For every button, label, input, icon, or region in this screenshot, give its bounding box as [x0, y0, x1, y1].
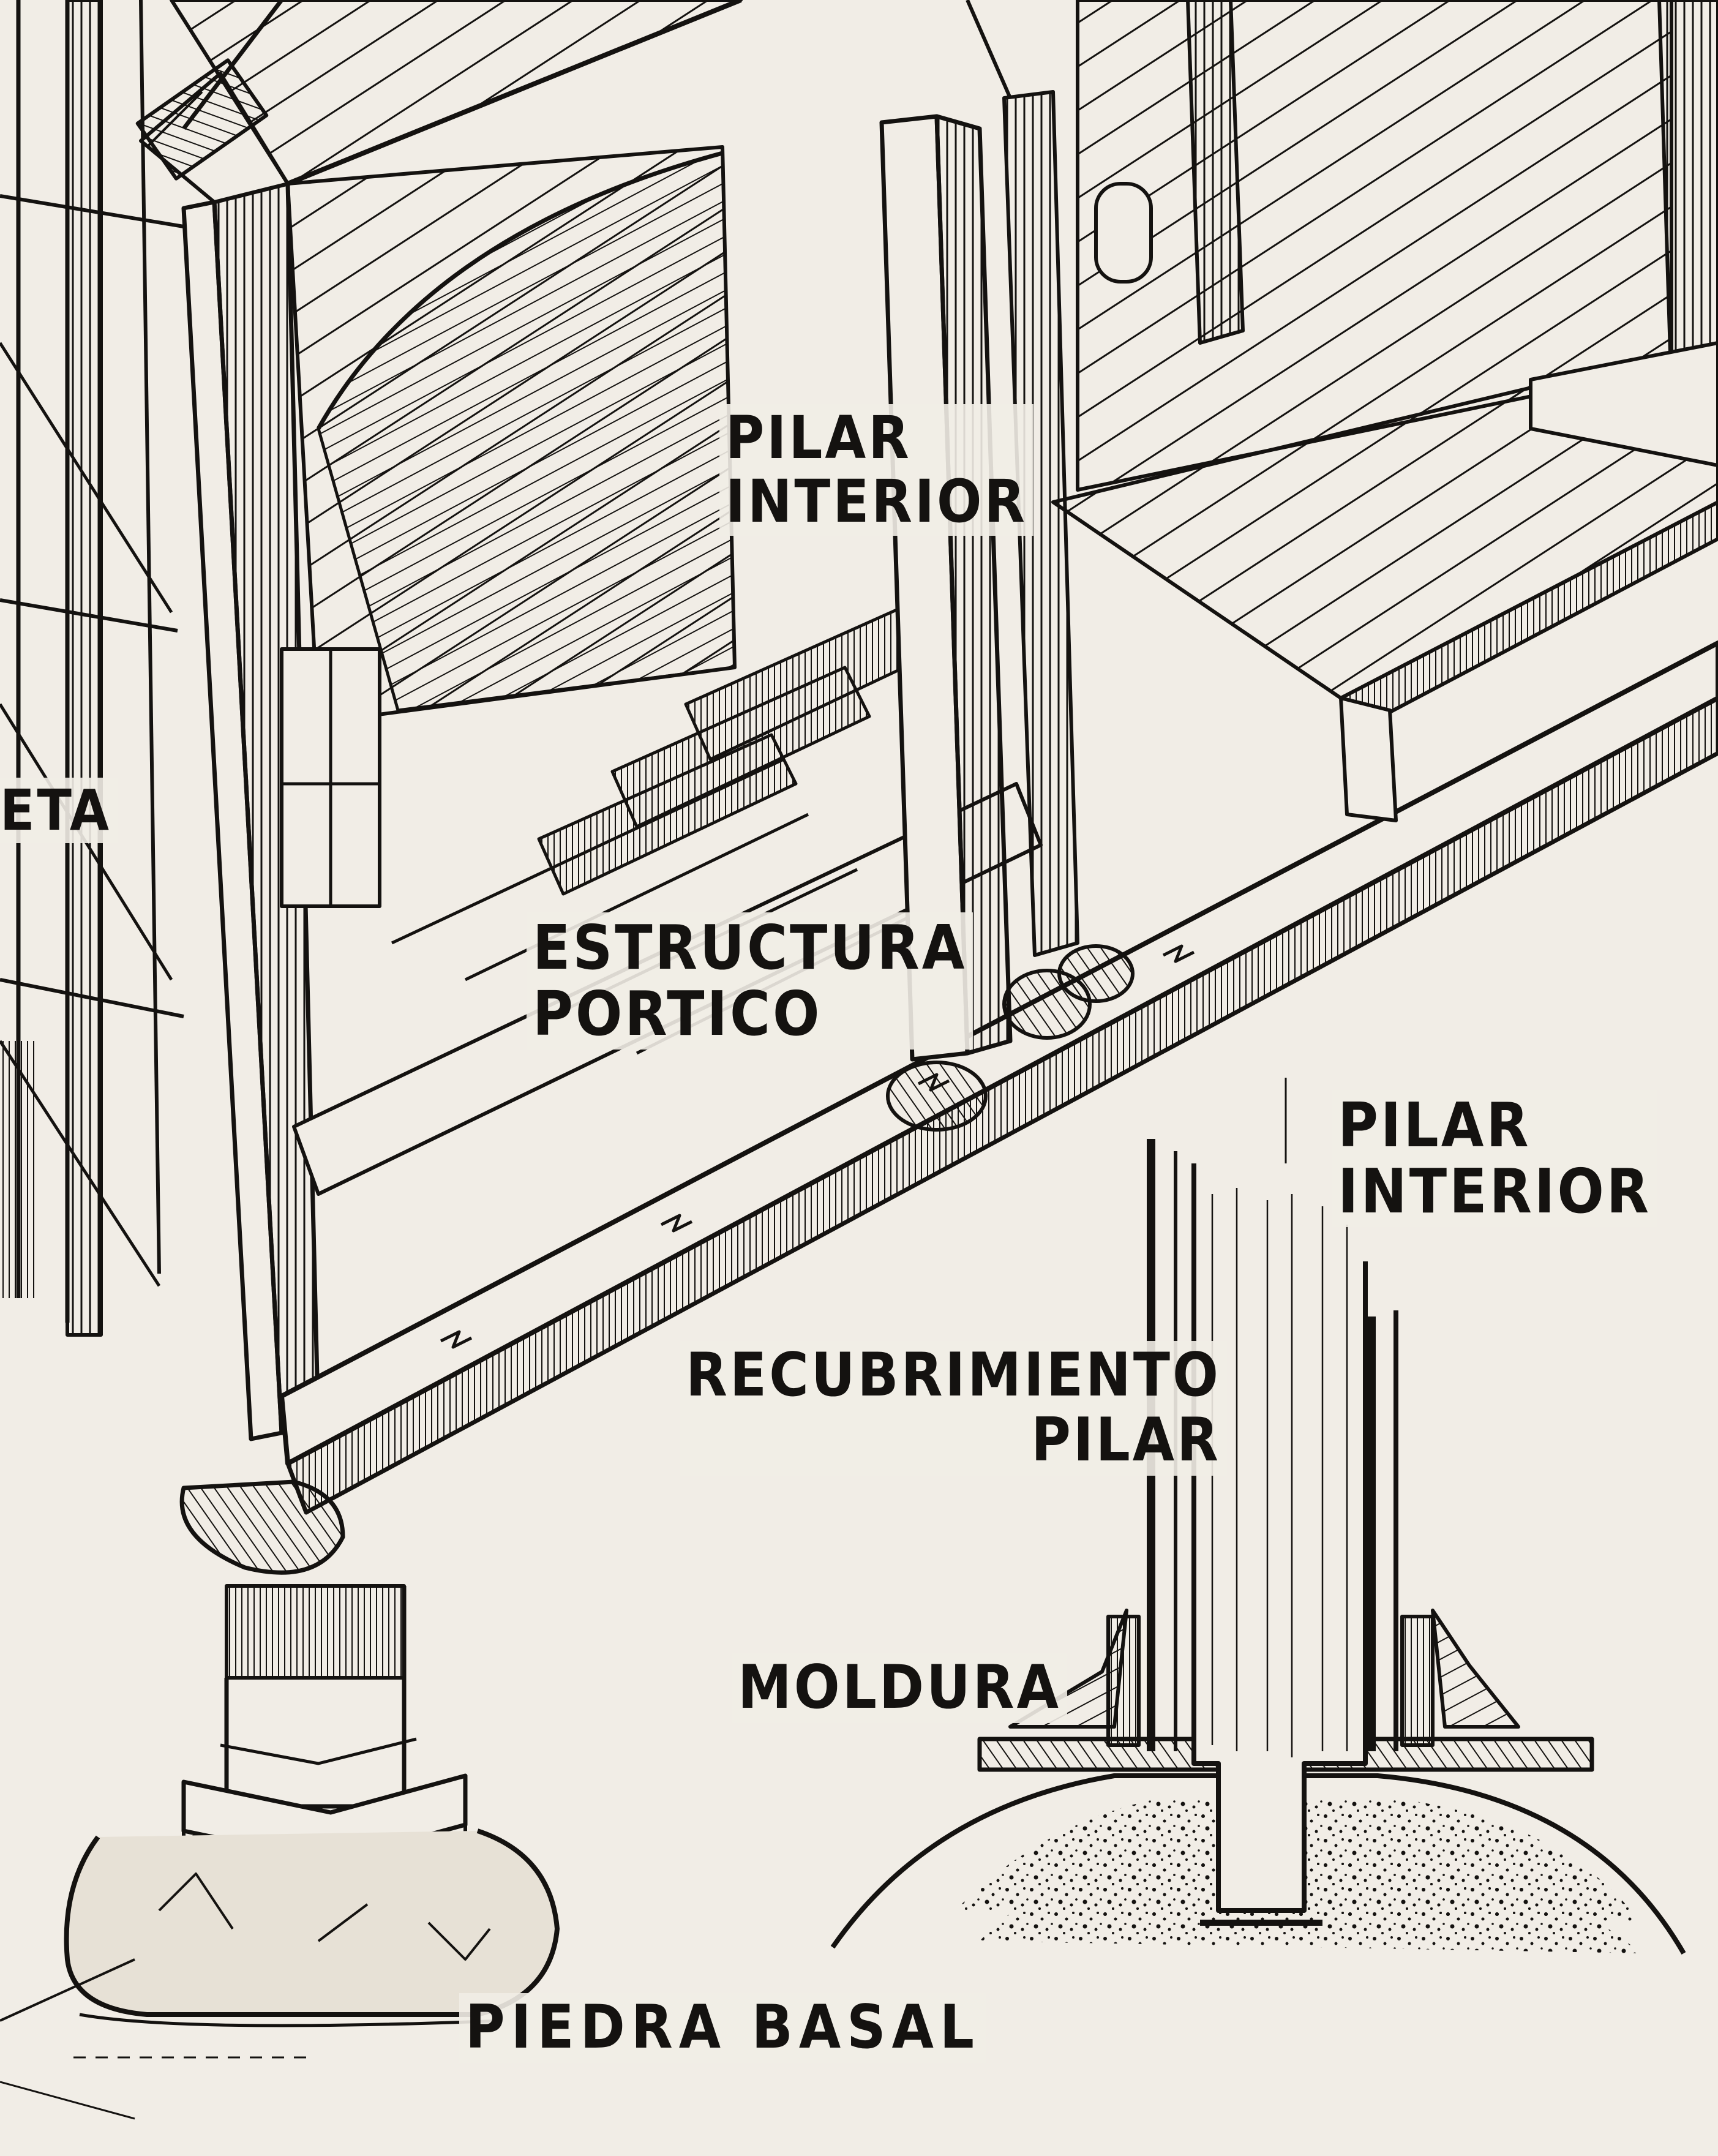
interior-wall: [280, 145, 737, 908]
label-estructura-portico: ESTRUCTURA PORTICO: [527, 912, 973, 1050]
label-pilar-interior-top: PILAR INTERIOR: [719, 404, 1033, 536]
label-moldura: MOLDURA: [732, 1653, 1067, 1723]
label-pilar-interior-top-line1: PILAR: [726, 404, 912, 472]
post-section-detail: [830, 1078, 1686, 1955]
label-recubrimiento-pilar-line2: PILAR: [1031, 1405, 1221, 1475]
portico-main-beam: [279, 500, 1718, 1515]
interior-post: [879, 0, 1079, 1062]
label-pilar-interior-detail-line1: PILAR: [1338, 1089, 1531, 1161]
label-pilar-interior-detail-line2: INTERIOR: [1338, 1155, 1652, 1227]
label-piedra-basal-text: PIEDRA BASAL: [465, 1993, 980, 2062]
right-room: [1051, 0, 1718, 700]
stone-base-detail: [0, 1479, 560, 2120]
label-estructura-portico-line1: ESTRUCTURA: [533, 912, 967, 983]
label-cut-edge-fragment-text: ETA: [0, 778, 111, 843]
isometric-building: [0, 0, 1718, 1515]
left-timber-frame: [0, 0, 184, 1347]
label-piedra-basal: PIEDRA BASAL: [459, 1993, 986, 2063]
roof-rafters: [135, 0, 743, 186]
label-pilar-interior-top-line2: INTERIOR: [726, 467, 1027, 536]
label-moldura-text: MOLDURA: [738, 1653, 1061, 1722]
label-recubrimiento-pilar-line1: RECUBRIMIENTO: [686, 1340, 1221, 1410]
beam-foundation-stones: [886, 944, 1135, 1132]
label-cut-edge-fragment: ETA: [0, 778, 118, 844]
label-pilar-interior-detail: PILAR INTERIOR: [1332, 1089, 1658, 1227]
label-recubrimiento-pilar: RECUBRIMIENTO PILAR: [680, 1341, 1227, 1476]
label-estructura-portico-line2: PORTICO: [533, 978, 822, 1050]
